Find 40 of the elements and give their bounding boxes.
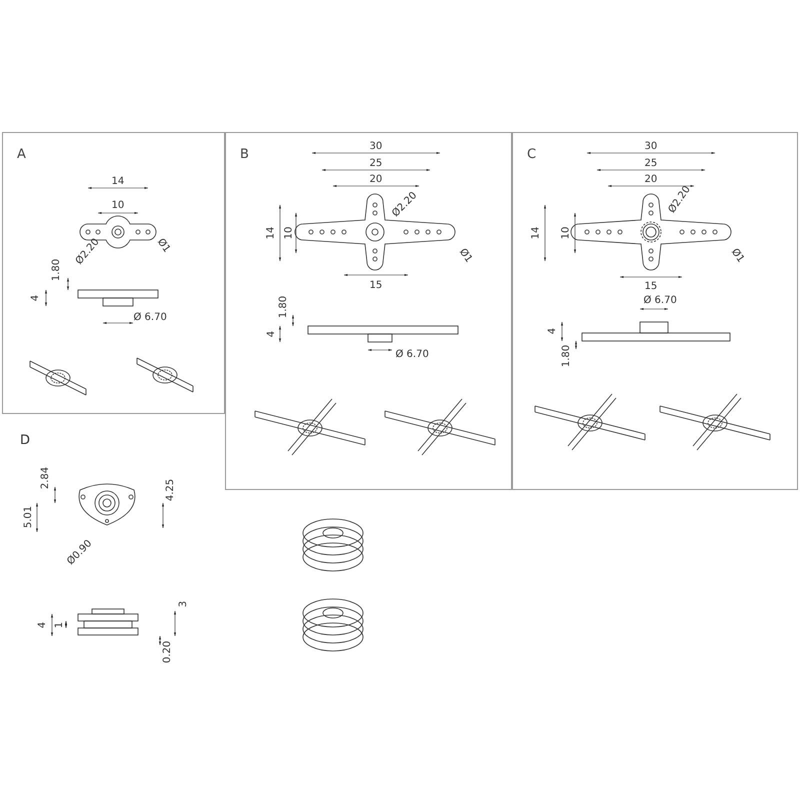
dimension-label: 4	[548, 328, 558, 334]
dimension-label: 5.01	[24, 506, 34, 528]
dimension-label: 0.20	[163, 640, 174, 664]
dimension-label: 2.84	[41, 466, 52, 490]
view-panel	[512, 132, 798, 490]
dimension-label: 4.25	[166, 478, 176, 502]
view-letter: C	[527, 147, 536, 162]
dimension-label: Ø1	[456, 247, 474, 265]
dimension-label: 10	[284, 226, 294, 240]
dimension-label: 4	[38, 622, 48, 628]
dimension-label: 10	[112, 201, 124, 211]
dimension-label: 14	[266, 226, 276, 240]
dimension-label: 25	[644, 159, 658, 169]
dimension-label: 15	[644, 282, 658, 292]
dimension-label: 1.80	[52, 258, 62, 282]
dimension-label: Ø 6.70	[396, 350, 429, 360]
dimension-label: 20	[370, 175, 382, 185]
view-letter: D	[20, 434, 30, 446]
dimension-label: 14	[530, 226, 541, 240]
dimension-label: Ø1	[728, 247, 746, 265]
dimension-label: 30	[644, 142, 658, 152]
dimension-label: Ø1	[154, 237, 172, 255]
dimension-label: Ø 6.70	[644, 296, 677, 306]
dimension-label: 25	[370, 159, 382, 169]
dimension-label: 20	[644, 175, 658, 185]
view-panel	[225, 132, 512, 490]
dimension-label: 30	[370, 142, 382, 152]
view-letter: A	[17, 147, 26, 162]
view-letter: B	[240, 147, 249, 162]
dimension-label: 10	[560, 226, 571, 240]
dimension-label: 3	[179, 600, 190, 608]
dimension-label: 15	[370, 281, 382, 291]
dimension-label: 1	[55, 622, 66, 628]
view-panel	[2, 132, 225, 414]
dimension-label: 1.80	[279, 296, 290, 318]
dimension-label: 1.80	[562, 344, 572, 368]
dimension-label: 14	[112, 177, 124, 187]
dimension-label: 4	[31, 294, 42, 302]
dimension-label: Ø 6.70	[134, 313, 167, 323]
dimension-label: 4	[267, 330, 278, 338]
